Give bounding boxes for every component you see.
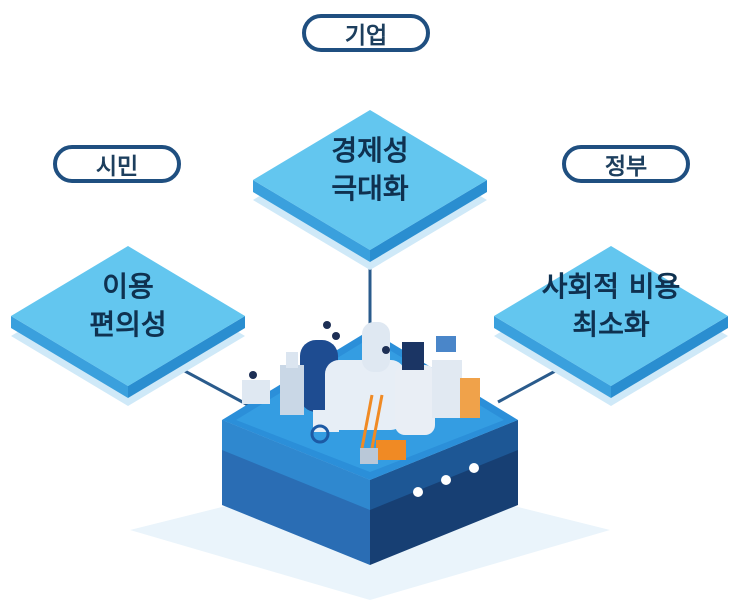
platform-light: [441, 475, 451, 485]
tile-right-line1: 사회적 비용: [541, 270, 681, 303]
label-government: 정부: [562, 145, 690, 183]
platform-light: [413, 487, 423, 497]
label-government-text: 정부: [604, 154, 648, 180]
tile-center: [253, 110, 487, 270]
tile-left: [11, 246, 245, 406]
tile-left-line1: 이용: [102, 270, 154, 303]
city-illustration: [242, 321, 480, 464]
tile-left-line2: 편의성: [89, 308, 167, 341]
label-enterprise: 기업: [302, 14, 430, 52]
label-enterprise-text: 기업: [344, 23, 388, 49]
tile-left-label: 이용 편의성: [48, 268, 208, 344]
tile-right-line2: 최소화: [572, 308, 650, 341]
label-citizen: 시민: [53, 145, 181, 183]
label-citizen-text: 시민: [95, 154, 139, 180]
tile-center-line2: 극대화: [331, 172, 409, 205]
tile-right-label: 사회적 비용 최소화: [531, 268, 691, 344]
tile-center-label: 경제성 극대화: [290, 132, 450, 208]
tile-right: [494, 246, 728, 406]
tile-center-line1: 경제성: [331, 134, 409, 167]
platform-light: [469, 463, 479, 473]
